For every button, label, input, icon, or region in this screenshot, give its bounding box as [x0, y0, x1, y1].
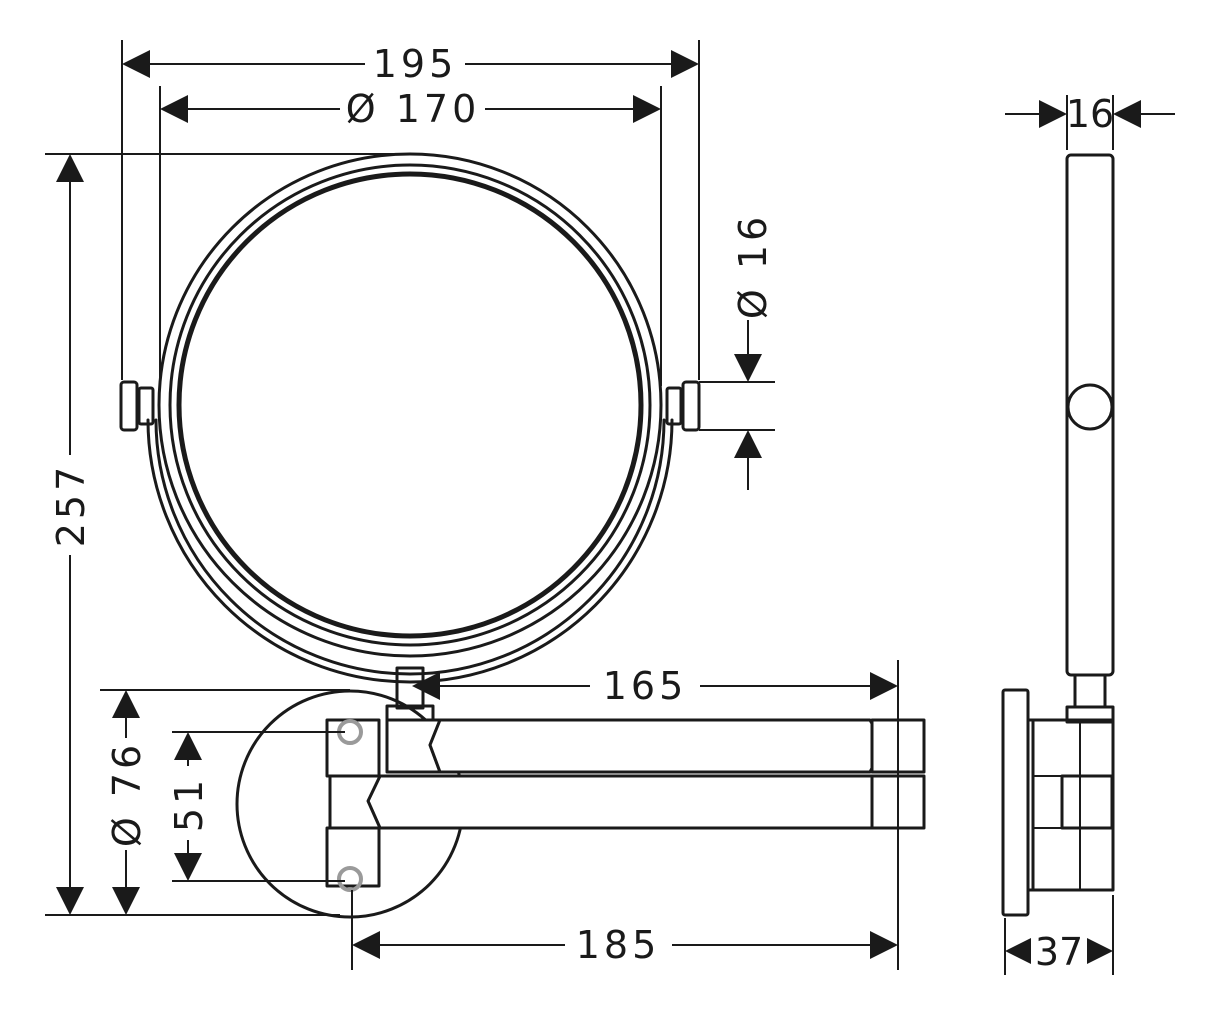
dim-mirror-diameter-label: Ø 170 [346, 87, 481, 131]
dim-pivot-diameter: Ø 16 [699, 213, 775, 490]
dim-side-depth: 37 [1004, 895, 1114, 975]
side-wall-plate [1001, 688, 1030, 917]
mounting-hole-bottom [337, 866, 363, 892]
dim-arm-reach-inner: 165 [412, 660, 899, 970]
dim-mirror-diameter: Ø 170 [159, 86, 662, 386]
dim-width-overall: 195 [121, 40, 700, 380]
dim-wall-plate-diameter: Ø 76 [100, 689, 350, 916]
dim-hole-spacing: 51 [167, 731, 345, 882]
pivot-knob-left [119, 380, 155, 432]
mirror-frame [146, 152, 674, 684]
mirror-stem [385, 666, 435, 724]
side-stem [1073, 673, 1107, 709]
upper-arm [385, 718, 926, 774]
dim-arm-reach-inner-label: 165 [603, 664, 688, 708]
dim-arm-reach-outer-label: 185 [576, 923, 661, 967]
pivot-knob-right [665, 380, 701, 432]
side-view [1001, 153, 1115, 917]
dim-arm-reach-outer: 185 [351, 890, 898, 970]
dim-width-overall-label: 195 [373, 42, 458, 86]
dim-side-thickness-label: 16 [1066, 92, 1114, 136]
dim-wall-plate-diameter-label: Ø 76 [105, 741, 149, 847]
dim-height-overall-label: 257 [49, 463, 93, 548]
dim-side-depth-label: 37 [1035, 930, 1083, 974]
dim-side-thickness: 16 [1005, 92, 1175, 150]
dim-hole-spacing-label: 51 [167, 776, 211, 832]
side-pivot-knob [1066, 383, 1114, 431]
dim-pivot-diameter-label: Ø 16 [731, 213, 775, 319]
lower-arm [328, 774, 926, 830]
front-view [119, 152, 926, 919]
